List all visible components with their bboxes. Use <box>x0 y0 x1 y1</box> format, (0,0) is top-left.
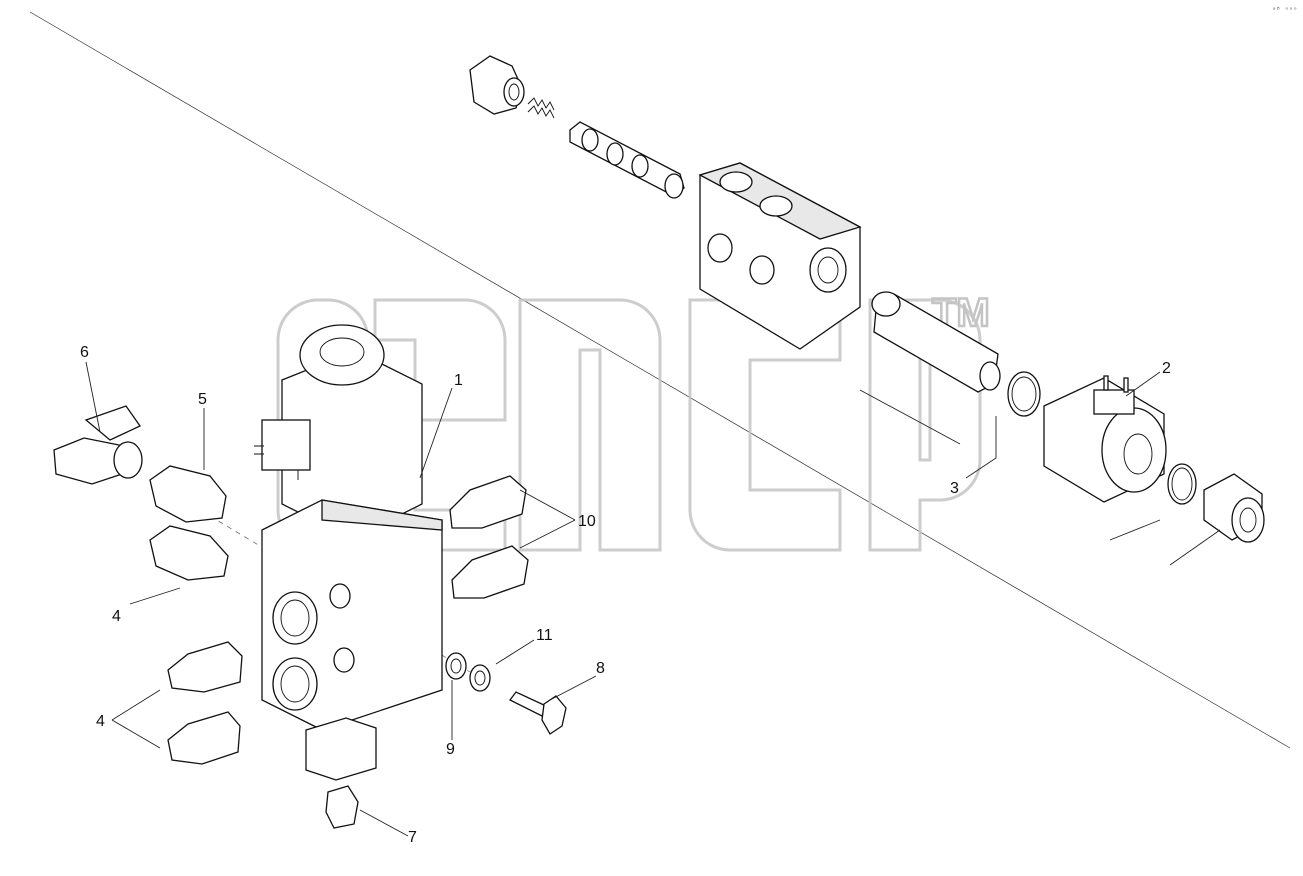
washer-9 <box>445 652 467 680</box>
callout-8: 8 <box>596 660 605 677</box>
o-ring-left <box>1007 371 1041 417</box>
bottom-nut <box>305 717 377 781</box>
callout-3: 3 <box>950 480 959 497</box>
spool <box>569 121 685 199</box>
leader-lines <box>85 361 1221 837</box>
solenoid-coil <box>1043 375 1167 503</box>
callout-2: 2 <box>1162 360 1171 377</box>
callout-1: 1 <box>454 372 463 389</box>
coil-nut <box>1203 473 1265 543</box>
valve-body-section <box>698 162 862 350</box>
adapter-fitting-4-bottom <box>167 711 241 765</box>
o-ring-right <box>1167 463 1197 505</box>
tee-fitting <box>53 405 143 485</box>
solenoid-tube <box>871 291 1001 393</box>
main-valve-coil <box>254 324 423 525</box>
callout-6: 6 <box>80 344 89 361</box>
bolt <box>509 691 567 735</box>
callout-10: 10 <box>578 513 596 530</box>
adapter-fitting-5 <box>149 465 227 523</box>
adapter-fitting-10-bottom <box>451 545 529 599</box>
cap-nut <box>469 55 525 115</box>
adapter-fitting-4-top <box>149 525 229 581</box>
small-spring <box>527 97 555 119</box>
nipple-fitting <box>325 785 359 829</box>
callout-9: 9 <box>446 741 455 758</box>
main-valve-body <box>261 499 443 731</box>
corner-mark: ᵃᴮ ᵒᵒᵒ <box>1272 6 1297 14</box>
callout-4-lower: 4 <box>96 713 105 730</box>
callout-4-upper: 4 <box>112 608 121 625</box>
adapter-fitting-4-mid <box>167 641 243 693</box>
callout-11: 11 <box>536 627 553 644</box>
callout-5: 5 <box>198 391 207 408</box>
callout-7: 7 <box>408 829 417 846</box>
adapter-fitting-10-top <box>449 475 527 529</box>
washer-11 <box>469 664 491 692</box>
